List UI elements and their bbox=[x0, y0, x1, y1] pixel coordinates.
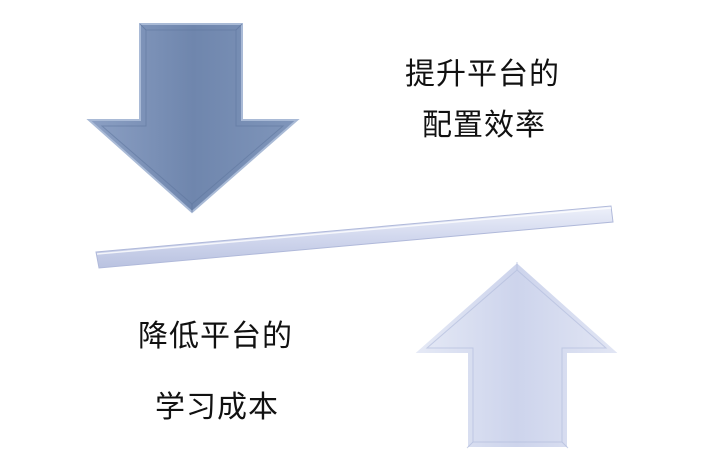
balance-bar bbox=[95, 205, 614, 269]
arrow-up-icon bbox=[410, 260, 623, 449]
bottom-caption-line1: 降低平台的 bbox=[138, 319, 293, 354]
top-caption-line2: 配置效率 bbox=[422, 108, 546, 143]
bottom-caption-line2: 学习成本 bbox=[155, 390, 279, 425]
arrow-down-icon bbox=[86, 23, 300, 214]
top-caption-line1: 提升平台的 bbox=[405, 57, 560, 92]
